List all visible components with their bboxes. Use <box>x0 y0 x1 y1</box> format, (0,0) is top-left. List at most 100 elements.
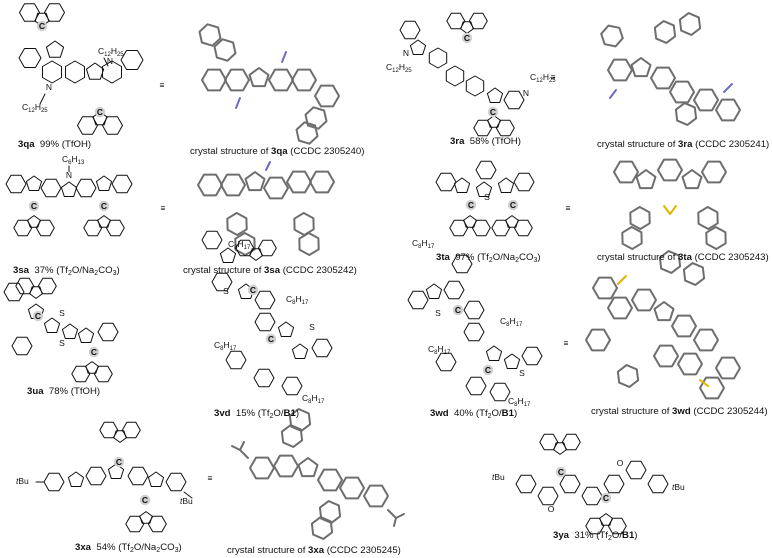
crystal-caption-3sa: crystal structure of 3sa (CCDC 2305242) <box>183 265 357 276</box>
spiro-center-highlight <box>32 310 44 322</box>
spiro-c-label: C <box>464 33 470 43</box>
crystal-ring <box>224 68 250 92</box>
crystal-ring <box>314 84 340 108</box>
ring <box>625 460 647 480</box>
ring <box>281 376 303 396</box>
ring <box>61 323 79 339</box>
fluorene-benzene-ring <box>19 3 40 22</box>
fluorene-benzene-ring <box>446 12 466 30</box>
fluorene-benzene-ring <box>102 116 123 135</box>
crystal-ring <box>701 160 727 184</box>
crystal-ring <box>286 170 312 194</box>
c8h17-label: C8H17 <box>508 396 531 408</box>
ring <box>513 172 535 192</box>
ring <box>85 62 105 80</box>
ring <box>451 254 473 274</box>
s-atom: S <box>484 192 490 202</box>
fluorene-benzene-ring <box>491 219 511 237</box>
fluorene-five-ring <box>29 286 43 299</box>
fluorene-five-ring <box>463 215 477 228</box>
o-atom: O <box>548 504 555 514</box>
c12h25-label: C12H25 <box>22 102 48 114</box>
bond <box>183 491 193 499</box>
spiro-center-highlight <box>94 106 106 118</box>
caption-3ua: 3ua 78% (TfOH) <box>27 386 101 397</box>
spiro-center-highlight <box>98 200 110 212</box>
crystal-ring <box>363 484 389 508</box>
equivalence-symbol: ≡ <box>208 473 213 483</box>
ring <box>465 376 487 396</box>
crystal-ring <box>613 160 639 184</box>
fluorene-five-ring <box>487 115 501 128</box>
crystal-ring <box>288 408 312 432</box>
c12h25-label: C12H25 <box>386 62 412 74</box>
ring <box>201 230 223 250</box>
crystal-ring <box>657 158 683 182</box>
equivalence-symbol: ≡ <box>160 80 165 90</box>
spiro-c-label: C <box>116 457 122 467</box>
crystal-ring <box>607 58 633 82</box>
spiro-c-label: C <box>142 495 148 505</box>
ring <box>603 474 625 494</box>
crystal-ring <box>705 226 727 250</box>
ring <box>409 39 427 55</box>
caption-3sa: 3sa 37% (Tf2O/Na2CO3) <box>13 265 120 277</box>
fluorene-five-ring <box>113 430 127 443</box>
crystal-ring <box>297 457 319 478</box>
ring <box>435 352 457 372</box>
crystal-n-methyl <box>265 161 271 171</box>
crystal-ring <box>295 121 319 145</box>
ring <box>40 178 62 198</box>
crystal-caption-3ta: crystal structure of 3ta (CCDC 2305243) <box>597 252 769 263</box>
equivalence-symbol: ≡ <box>551 72 556 82</box>
fluorene-benzene-ring <box>473 119 493 137</box>
c8h17-label: C8H17 <box>302 393 325 405</box>
fluorene-benzene-ring <box>121 421 141 439</box>
n-atom: N <box>403 48 409 58</box>
spiro-c-label: C <box>603 493 609 503</box>
ring <box>18 48 42 68</box>
ring <box>515 474 537 494</box>
fluorene-five-ring <box>34 12 50 27</box>
ring <box>425 283 443 299</box>
fluorene-benzene-ring <box>257 239 277 257</box>
spiro-center-highlight <box>139 494 151 506</box>
spiro-center-highlight <box>507 199 519 211</box>
spiro-center-highlight <box>600 492 612 504</box>
spiro-c-label: C <box>510 200 516 210</box>
crystal-caption-3xa: crystal structure of 3xa (CCDC 2305245) <box>227 545 401 556</box>
s-atom: S <box>223 286 229 296</box>
fluorene-five-ring <box>553 442 567 455</box>
ring <box>463 300 485 320</box>
ring <box>107 463 125 479</box>
crystal-caption-3ra: crystal structure of 3ra (CCDC 2305241) <box>597 139 770 150</box>
crystal-ring <box>317 468 343 492</box>
spiro-center-highlight <box>452 304 464 316</box>
caption-3ta: 3ta 97% (Tf2O/Na2CO3) <box>436 252 541 264</box>
crystal-ring <box>630 57 652 78</box>
crystal-ring <box>671 314 697 338</box>
s-atom: S <box>309 322 315 332</box>
crystal-ring <box>653 301 675 322</box>
ring <box>428 47 448 69</box>
ring <box>453 177 471 193</box>
fluorene-benzene-ring <box>561 433 581 451</box>
ring <box>559 474 581 494</box>
fluorene-benzene-ring <box>44 3 65 22</box>
spiro-c-label: C <box>558 467 564 477</box>
fluorene-five-ring <box>92 111 108 126</box>
crystal-ring <box>585 328 611 352</box>
crystal-ring <box>280 424 304 448</box>
fluorene-benzene-ring <box>83 219 103 237</box>
ring <box>77 327 95 343</box>
spiro-c-label: C <box>39 21 45 31</box>
fluorene-five-ring <box>599 513 613 526</box>
ring <box>3 282 25 302</box>
crystal-ring <box>693 88 719 112</box>
crystal-sulfur <box>669 205 677 215</box>
fluorene-five-ring <box>27 215 41 228</box>
fluorene-benzene-ring <box>607 517 627 535</box>
ring <box>475 160 497 180</box>
fluorene-benzene-ring <box>471 219 491 237</box>
crystal-ring <box>234 232 256 256</box>
